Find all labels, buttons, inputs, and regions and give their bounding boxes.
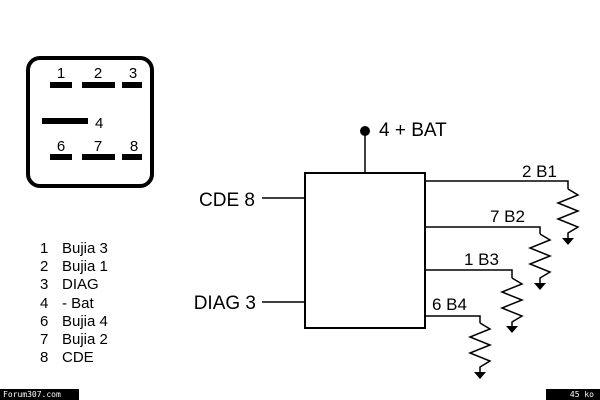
legend-pin-number: 1 [40, 240, 49, 257]
legend-pin-function: Bujia 3 [62, 240, 108, 257]
output-b2-wire [425, 226, 541, 234]
glow-plug-b4-resistor [467, 322, 493, 372]
module-box [304, 172, 426, 329]
legend-item: 7 Bujia 2 [40, 331, 108, 349]
diag-label: DIAG 3 [194, 293, 256, 314]
pin-legend: 1 Bujia 3 2 Bujia 1 3 DIAG 4 - Bat 6 Buj… [40, 240, 108, 367]
legend-pin-number: 2 [40, 258, 49, 276]
pin-4-label: 4 [95, 115, 103, 132]
connector-body [26, 56, 154, 188]
legend-pin-number: 8 [40, 349, 49, 367]
glow-plug-b2-ground-arrow [534, 283, 546, 290]
legend-pin-function: Bujia 4 [62, 312, 108, 330]
legend-pin-number: 7 [40, 331, 49, 349]
legend-item: 6 Bujia 4 [40, 313, 108, 331]
module-schematic: 4 + BAT CDE 8 DIAG 3 2 B1 7 B2 1 B3 6 B4 [194, 120, 581, 379]
power-label: 4 + BAT [379, 120, 447, 141]
pin-3-label: 3 [129, 65, 137, 82]
pin-6-label: 6 [57, 138, 65, 155]
output-b3-wire [425, 269, 513, 278]
pin-3-blade [122, 82, 142, 88]
legend-pin-function: CDE [62, 349, 94, 367]
pin-6-blade [50, 154, 72, 160]
legend-pin-function: Bujia 1 [62, 258, 108, 276]
legend-pin-number: 4 [40, 294, 49, 312]
output-b4-label: 6 B4 [432, 295, 467, 314]
glow-plug-b3-resistor [499, 277, 525, 326]
file-size-footer: 45 ko [546, 389, 600, 400]
pin-4-blade [42, 118, 88, 124]
pin-8-blade [122, 154, 142, 160]
pin-1-label: 1 [57, 65, 65, 82]
legend-pin-number: 6 [40, 312, 49, 330]
legend-pin-number: 3 [40, 276, 49, 294]
pin-2-label: 2 [94, 65, 102, 82]
legend-pin-function: DIAG [62, 276, 99, 294]
source-footer: Forum307.com [0, 389, 79, 400]
output-b3-label: 1 B3 [464, 250, 499, 269]
power-terminal-dot [360, 126, 370, 136]
pin-7-label: 7 [94, 138, 102, 155]
pin-1-blade [50, 82, 72, 88]
output-b2-label: 7 B2 [490, 207, 525, 226]
legend-item: 4 - Bat [40, 295, 108, 313]
legend-pin-function: - Bat [62, 294, 94, 312]
output-b1-wire [425, 180, 569, 189]
legend-item: 3 DIAG [40, 276, 108, 294]
connector: 1 2 3 4 6 7 8 [26, 56, 154, 188]
glow-plug-b3-ground-arrow [506, 326, 518, 333]
pin-8-label: 8 [130, 138, 138, 155]
legend-item: 8 CDE [40, 349, 108, 367]
output-b1-label: 2 B1 [522, 162, 557, 181]
legend-item: 2 Bujia 1 [40, 258, 108, 276]
pin-2-blade [82, 82, 115, 88]
glow-plug-b2-resistor [527, 233, 553, 283]
glow-plug-b4-ground-arrow [474, 372, 486, 379]
output-b4-wire [425, 315, 481, 323]
legend-pin-function: Bujia 2 [62, 331, 108, 349]
glow-plug-b1-resistor [555, 188, 581, 238]
pin-7-blade [82, 154, 115, 160]
glow-plug-b1-ground-arrow [562, 238, 574, 245]
legend-item: 1 Bujia 3 [40, 240, 108, 258]
cde-label: CDE 8 [199, 190, 255, 211]
